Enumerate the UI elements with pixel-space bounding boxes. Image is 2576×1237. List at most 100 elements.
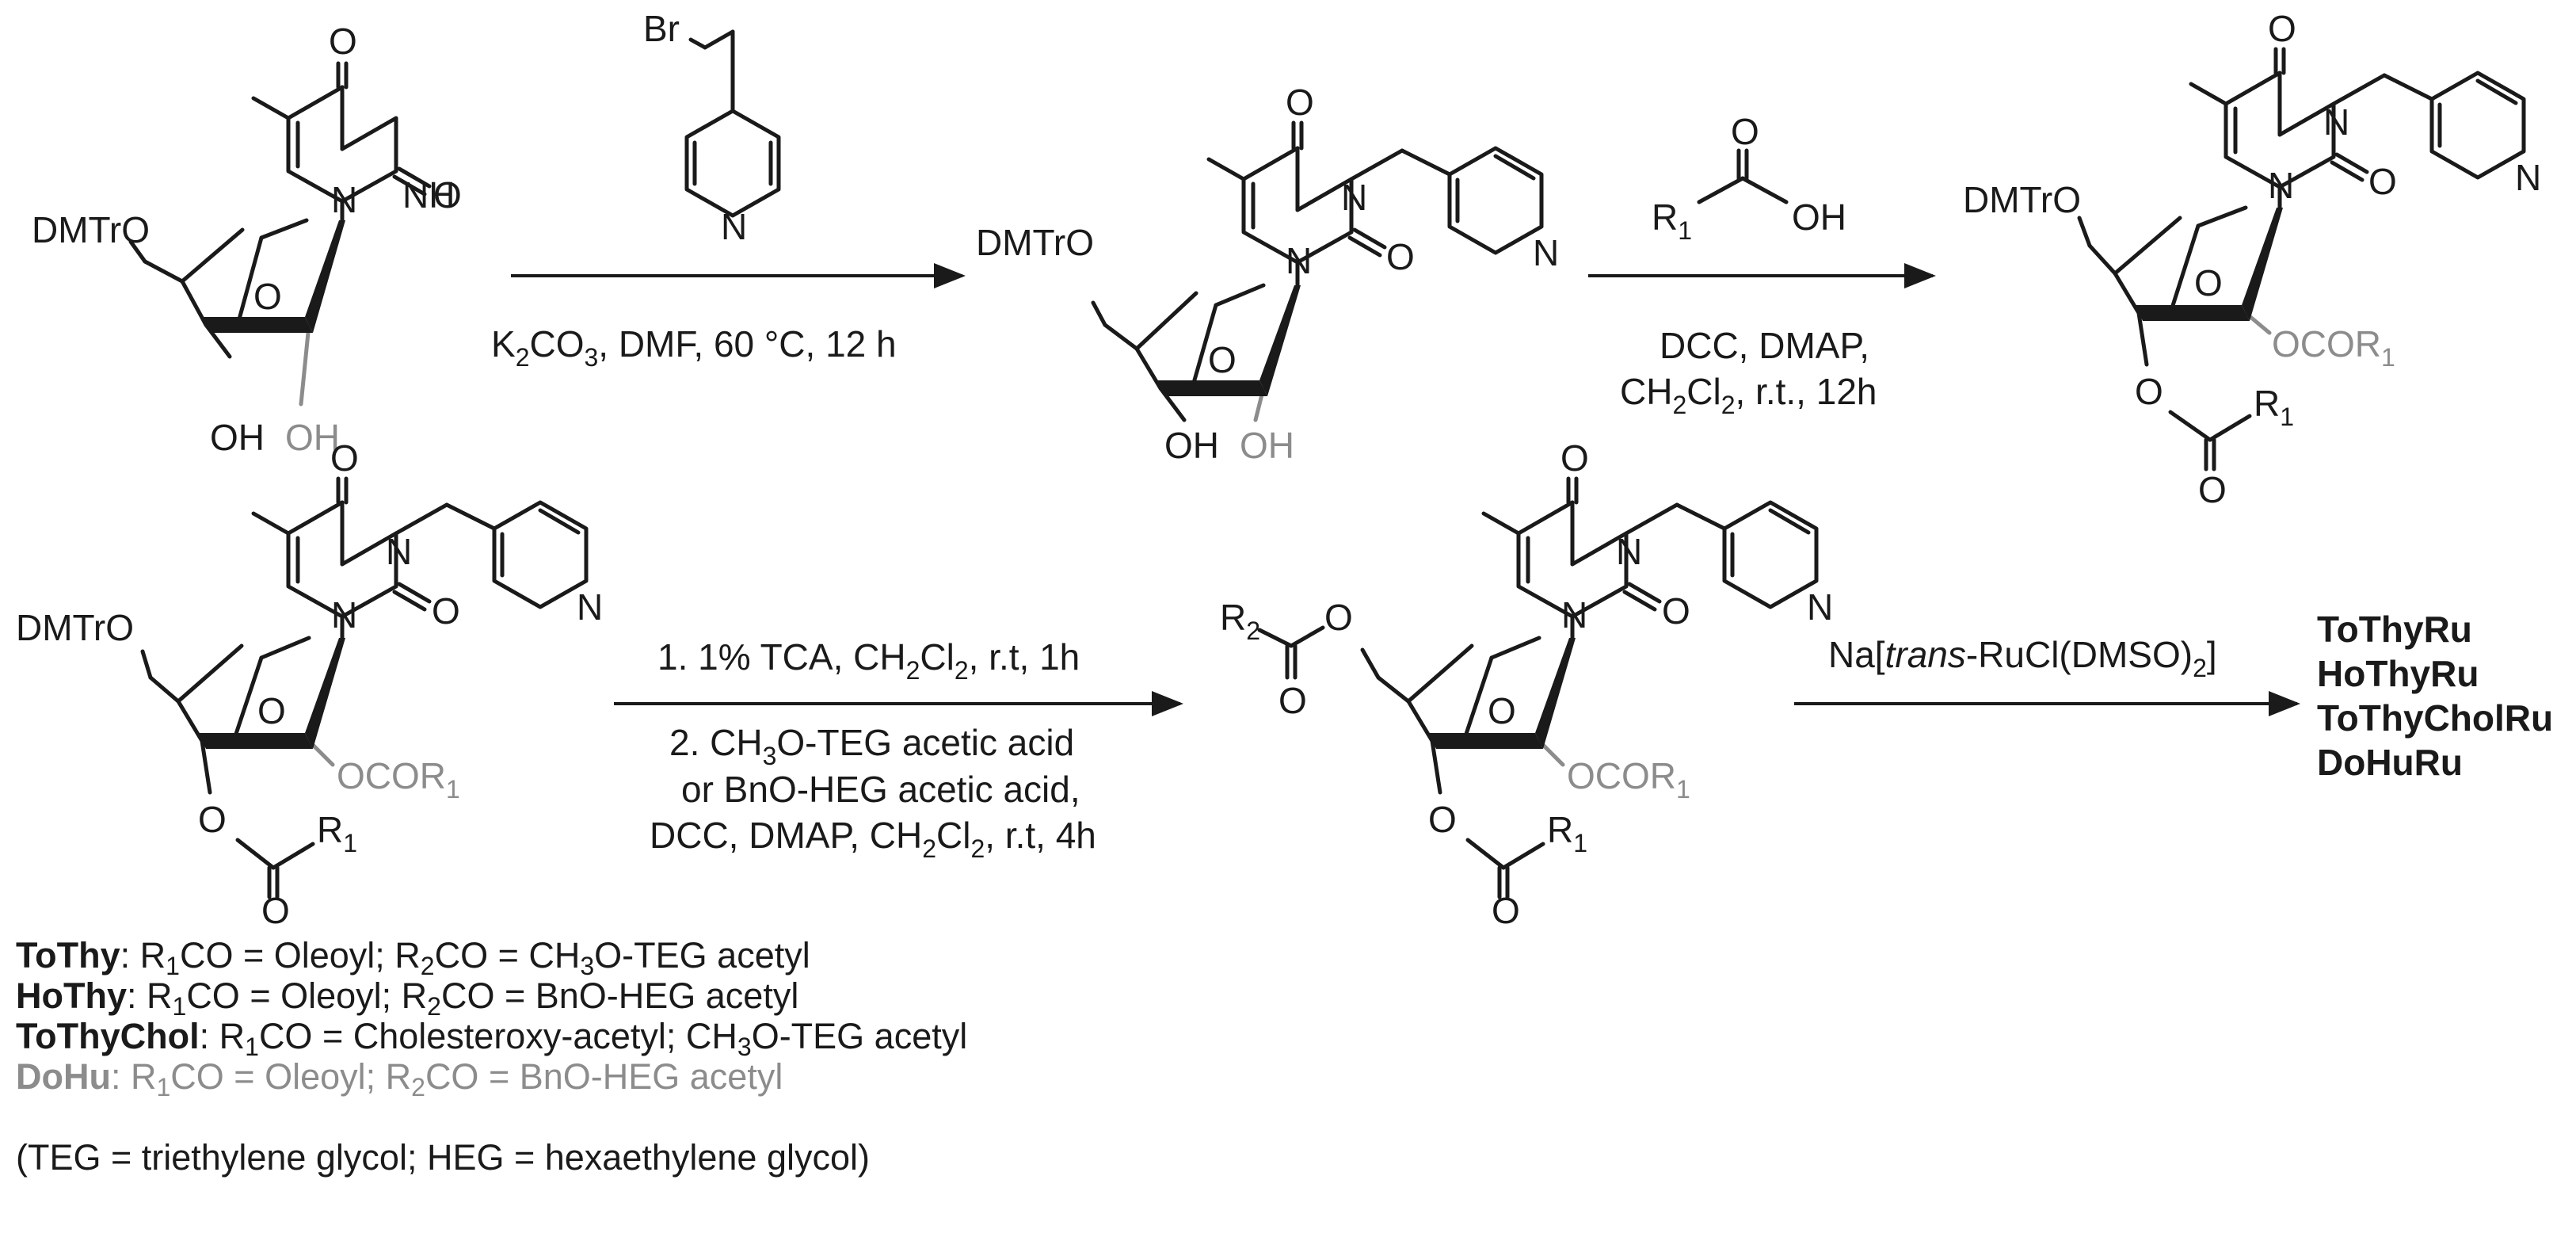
reagent-2-carbonyl-o: O [1731, 111, 1759, 152]
molecule-5-5p-ester-o: O [1324, 597, 1353, 638]
molecule-4-o2-label: O [432, 590, 460, 632]
molecule-2-2p-oh-label: OH [1240, 425, 1294, 466]
step-4-a: Na[ [1828, 634, 1885, 675]
molecule-5-bonds [1257, 476, 1819, 899]
molecule-3-2p-ester: OCOR1 [2272, 323, 2395, 372]
step-1-conditions: K2CO3, DMF, 60 °C, 12 h [491, 323, 897, 372]
molecule-4-n3-label: N [386, 531, 412, 572]
product-4: DoHuRu [2317, 742, 2463, 783]
molecule-4-2p-ester-sub: 1 [446, 775, 460, 804]
molecule-3-pyridine-n: N [2515, 157, 2541, 198]
legend-row-dohu: DoHu: R1CO = Oleoyl; R2CO = BnO-HEG acet… [16, 1056, 1204, 1100]
molecule-1-bonds [128, 61, 432, 407]
legend-hothy-a-sub: 1 [172, 992, 187, 1021]
legend-footnote: (TEG = triethylene glycol; HEG = hexaeth… [16, 1137, 871, 1178]
step-3-l2-a: 2. CH [669, 722, 763, 763]
step-4-conditions: Na[trans-RuCl(DMSO)2] [1828, 634, 2217, 682]
legend-hothy-b-sub: 2 [427, 992, 441, 1021]
step-4-c-sub: 2 [2193, 654, 2207, 682]
molecule-2-n3-alkylated: DMTrO O N N O O N OH OH [976, 82, 1559, 466]
product-3: ToThyCholRu [2317, 697, 2553, 739]
molecule-5-2p-ester-sub: 1 [1676, 775, 1690, 804]
molecule-5-pyridine-n: N [1807, 586, 1833, 628]
molecule-4-2p-ester-text: OCOR [337, 755, 446, 796]
molecule-5-o4-label: O [1560, 437, 1589, 479]
step-3-l1-b: Cl [920, 636, 954, 678]
step-2-rest: , r.t., 12h [1736, 371, 1877, 412]
molecule-4-3p-r-text: R [317, 809, 343, 850]
molecule-3-3p-ester-r: R1 [2254, 383, 2294, 431]
step-3-l4-a: DCC, DMAP, CH [650, 815, 922, 856]
legend-spacer [16, 1097, 1204, 1137]
molecule-5-3p-r-text: R [1547, 809, 1573, 850]
molecule-3-3p-carbonyl-o: O [2198, 469, 2227, 510]
step-3-l1-c: , r.t, 1h [969, 636, 1080, 678]
molecule-4-n1-label: N [331, 594, 357, 636]
molecule-5-triester: R2 O O O N N O O N OCOR1 O R1 O [1220, 437, 1833, 927]
legend-hothy-a: : R [127, 975, 173, 1016]
step-3-l4-b-sub: 2 [970, 834, 985, 863]
step-3-conditions-line-4: DCC, DMAP, CH2Cl2, r.t, 4h [650, 815, 1096, 863]
molecule-2-pyridine-n: N [1533, 232, 1559, 273]
legend-name-tothychol: ToThyChol [16, 1016, 200, 1056]
molecule-3-3p-r-text: R [2254, 383, 2280, 424]
legend-dohu-a-sub: 1 [156, 1073, 171, 1101]
step-2-cl: Cl [1686, 371, 1721, 412]
reagent-2-r-sub: 1 [1678, 216, 1692, 245]
molecule-2-o4-label: O [1286, 82, 1314, 123]
step-3-conditions-line-1: 1. 1% TCA, CH2Cl2, r.t, 1h [657, 636, 1080, 685]
molecule-3-3p-r-sub: 1 [2280, 403, 2294, 431]
substituent-legend: ToThy: R1CO = Oleoyl; R2CO = CH3O-TEG ac… [16, 935, 1204, 1178]
molecule-4-bonds [140, 476, 589, 899]
legend-dohu-c: CO = BnO-HEG acetyl [425, 1056, 783, 1097]
molecule-5-n3-label: N [1616, 531, 1642, 572]
legend-dohu-b-sub: 2 [411, 1073, 425, 1101]
reagent-1-bonds [684, 29, 781, 218]
step-3-conditions-line-2: 2. CH3O-TEG acetic acid [669, 722, 1074, 770]
reagent-2-oh: OH [1792, 197, 1846, 238]
molecule-3-bonds [2077, 47, 2526, 472]
legend-tothy-a-sub: 1 [166, 952, 180, 980]
molecule-3-2p-ester-sub: 1 [2381, 343, 2395, 372]
molecule-4-dmtro-label: DMTrO [16, 607, 134, 648]
legend-hothy-b: CO = Oleoyl; R [186, 975, 428, 1016]
step-2-cl-sub: 2 [1721, 391, 1736, 419]
molecule-1-o2-label: O [433, 174, 462, 216]
legend-tothy-c-sub: 3 [580, 952, 595, 980]
step-3-l2-b: O-TEG acetic acid [776, 722, 1074, 763]
molecule-5-3p-r-sub: 1 [1573, 829, 1587, 857]
reagent-1-bromine: Br [643, 8, 680, 49]
molecule-4-3p-carbonyl-o: O [261, 890, 290, 927]
molecule-1-2p-oh-label: OH [285, 417, 340, 458]
reagent-2-carboxylic-acid: R1 O OH [1652, 111, 1846, 245]
molecule-2-c1-wedge [1259, 285, 1301, 396]
molecule-3-2p-ester-text: OCOR [2272, 323, 2381, 365]
legend-row-hothy: HoThy: R1CO = Oleoyl; R2CO = BnO-HEG ace… [16, 975, 1204, 1019]
step-2-ch-sub: 2 [1672, 391, 1686, 419]
molecule-1-3p-oh-label: OH [210, 417, 265, 458]
legend-dohu-b: CO = Oleoyl; R [170, 1056, 412, 1097]
molecule-2-3p-oh-label: OH [1164, 425, 1219, 466]
molecule-2-o2-label: O [1386, 236, 1415, 277]
step-3-l4-c: , r.t, 4h [985, 815, 1096, 856]
step-3-conditions-line-3: or BnO-HEG acetic acid, [681, 769, 1080, 810]
molecule-2-dmtro-label: DMTrO [976, 222, 1094, 263]
step-2-conditions-line-1: DCC, DMAP, [1660, 325, 1869, 366]
molecule-3-3p-ester-o: O [2135, 371, 2163, 412]
step-4-trans: trans [1885, 634, 1966, 675]
molecule-5-c1-wedge [1535, 638, 1576, 749]
step-1-k-sub: 2 [516, 343, 530, 372]
reagent-2-r: R1 [1652, 197, 1692, 245]
reagent-1-bromomethylpyridine: Br N [643, 8, 781, 247]
legend-tothy-b-sub: 2 [420, 952, 435, 980]
step-1-co: CO [529, 323, 584, 365]
legend-name-hothy: HoThy [16, 975, 127, 1016]
molecule-3-ring-front-wedge [2135, 305, 2250, 321]
molecule-4-c1-wedge [305, 638, 345, 749]
reagent-1-pyridine-n: N [721, 206, 747, 247]
legend-tothychol-c: O-TEG acetyl [751, 1016, 968, 1056]
legend-dohu-a: : R [110, 1056, 157, 1097]
product-2: HoThyRu [2317, 653, 2479, 694]
molecule-5-3p-ester-o: O [1428, 799, 1457, 840]
legend-tothy-b: CO = Oleoyl; R [179, 935, 421, 975]
